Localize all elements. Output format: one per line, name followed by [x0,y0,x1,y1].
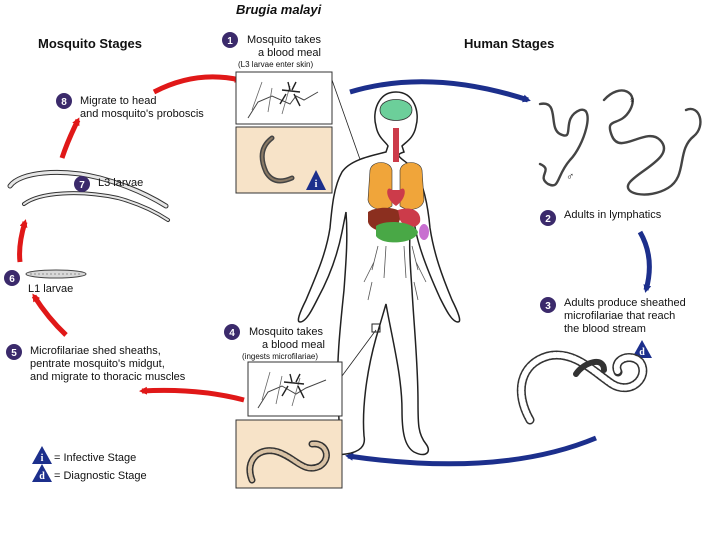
l1-larva-illustration [25,269,87,279]
stomach [398,208,421,228]
brain [379,99,413,121]
step-1-mosquito-skin-panel [235,71,333,125]
step-1-number: 1 [227,36,233,47]
step-3-label-line2: microfilariae that reach [564,310,675,322]
heart [387,188,405,206]
arrow-3-to-4 [345,435,597,467]
male-symbol: ♂ [566,171,574,183]
kidney [419,224,429,240]
step-2-badge [540,210,556,226]
l3-larva-illustration [7,169,170,222]
arrow-5-to-6 [31,293,68,337]
step-3-badge [540,297,556,313]
legend-diagnostic-icon [32,464,52,482]
lung-right [399,162,425,210]
legend-diagnostic-symbol: d [39,471,45,482]
step-4-mosquito-icon [281,373,305,399]
adult-worms-illustration [538,89,702,196]
step-8-label-line2: and mosquito's proboscis [80,108,204,120]
step-7-badge [74,176,90,192]
step-5-label-line1: Microfilariae shed sheaths, [30,345,161,357]
intestine [376,222,418,243]
step-1-mosquito-icon [279,81,301,107]
step-3-label-line1: Adults produce sheathed [564,297,686,309]
step-1-note: (L3 larvae enter skin) [238,60,313,69]
mosquito-stages-header: Mosquito Stages [38,36,142,51]
step-6-number: 6 [9,274,15,285]
step-8-badge [56,93,72,109]
infective-stage-marker [306,170,326,190]
arrow-2-to-3 [637,230,652,293]
diagnostic-stage-marker-letter: d [639,347,645,358]
step-7-label: L3 larvae [98,177,143,189]
legend-diagnostic-label: = Diagnostic Stage [54,470,147,482]
step-8-label-line1: Migrate to head [80,95,156,107]
step-8-number: 8 [61,97,67,108]
legend: i = Infective Stage d = Diagnostic Stage [32,446,147,482]
step-4-skin-site-marker [371,323,381,333]
step-4-label-line2: a blood meal [262,339,325,351]
step-1-label-line2: a blood meal [258,47,321,59]
step-1-l3-larva-box: i [235,126,333,194]
step-4-note: (ingests microfilariae) [242,352,318,361]
step-5-label-line2: pentrate mosquito's midgut, [30,358,165,370]
step-4-microfilaria-box [235,419,343,489]
step-2-number: 2 [545,214,551,225]
step-1-label-line1: Mosquito takes [247,34,321,46]
human-stages-header: Human Stages [464,36,554,51]
step-4-number: 4 [229,328,235,339]
step-1-badge [222,32,238,48]
step-3-number: 3 [545,301,551,312]
step-5-label-line3: and migrate to thoracic muscles [30,371,186,383]
step-6-badge [4,270,20,286]
lung-left [367,162,393,210]
step-4-badge [224,324,240,340]
lymphatic-vessels [363,245,427,301]
diagram-title: Brugia malayi [236,2,322,17]
legend-infective-label: = Infective Stage [54,452,136,464]
step-4-mosquito-feeding-panel [247,361,343,417]
step-3-label-line3: the blood stream [564,323,646,335]
step-4-callout-line [341,329,377,377]
trachea [393,128,399,162]
arrow-1-to-2 [349,79,531,103]
arrow-6-to-7 [17,219,28,263]
step-1-callout-line [331,79,363,166]
step-5-badge [6,344,22,360]
legend-infective-symbol: i [41,453,44,464]
step-4-label-line1: Mosquito takes [249,326,323,338]
step-6-label: L1 larvae [28,283,73,295]
legend-infective-icon [32,446,52,464]
step-2-label: Adults in lymphatics [564,209,662,221]
arrow-7-to-8 [59,117,81,159]
sheathed-microfilaria-illustration [516,350,648,425]
infective-stage-marker-letter: i [315,179,318,190]
arrow-4-to-5 [139,386,245,403]
step-7-number: 7 [79,180,85,191]
diagnostic-stage-marker [632,340,652,358]
step-5-number: 5 [11,348,17,359]
arrow-8-to-1 [152,74,243,95]
female-symbol: ♀ [628,95,636,107]
